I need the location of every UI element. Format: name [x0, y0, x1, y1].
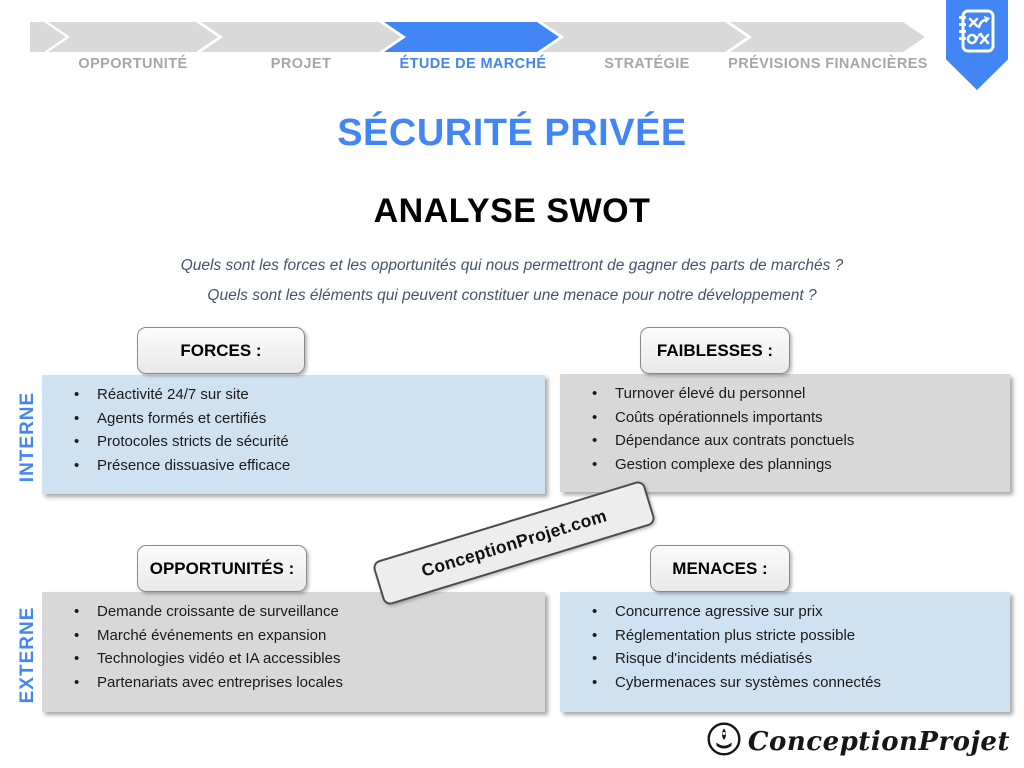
- chevron-projet: [201, 22, 401, 52]
- swot-item: Turnover élevé du personnel: [560, 385, 1010, 403]
- swot-item: Risque d'incidents médiatisés: [560, 650, 1010, 668]
- footer-brand-text: ConceptionProjet: [747, 726, 1010, 757]
- step-label-projet: PROJET: [270, 56, 332, 72]
- swot-item: Marché événements en expansion: [42, 627, 545, 645]
- swot-item: Gestion complexe des plannings: [560, 456, 1010, 474]
- opportunites-header: OPPORTUNITÉS :: [137, 545, 307, 592]
- faiblesses-panel: Turnover élevé du personnelCoûts opérati…: [560, 374, 1010, 492]
- question-menaces: Quels sont les éléments qui peuvent cons…: [207, 287, 817, 304]
- swot-item: Concurrence agressive sur prix: [560, 603, 1010, 621]
- swot-item: Réglementation plus stricte possible: [560, 627, 1010, 645]
- axis-label-externe: EXTERNE: [17, 606, 38, 704]
- chevron-etude-de-marche: [384, 22, 559, 52]
- footer-logo: ConceptionProjet: [706, 721, 1010, 762]
- swot-item: Présence dissuasive efficace: [42, 457, 545, 475]
- process-bar: [48, 22, 925, 52]
- faiblesses-header: FAIBLESSES :: [640, 327, 790, 374]
- swot-item: Technologies vidéo et IA accessibles: [42, 650, 545, 668]
- step-label-previsions-financieres: PRÉVISIONS FINANCIÈRES: [728, 56, 928, 72]
- forces-panel: Réactivité 24/7 sur siteAgents formés et…: [42, 375, 545, 494]
- menaces-panel: Concurrence agressive sur prixRéglementa…: [560, 592, 1010, 712]
- chevron-opportunite: [48, 22, 218, 52]
- question-forces-opportunites: Quels sont les forces et les opportunité…: [180, 257, 844, 274]
- menaces-header: MENACES :: [650, 545, 790, 592]
- swot-item: Coûts opérationnels importants: [560, 409, 1010, 427]
- hand-rocket-icon: [706, 721, 742, 762]
- swot-item: Cybermenaces sur systèmes connectés: [560, 674, 1010, 692]
- bookmark-ribbon: [946, 0, 1008, 90]
- opportunites-panel: Demande croissante de surveillanceMarché…: [42, 592, 545, 712]
- chevron-strategie: [542, 22, 747, 52]
- strategy-playbook-icon: [955, 0, 999, 62]
- axis-label-interne: INTERNE: [17, 391, 38, 483]
- faiblesses-list: Turnover élevé du personnelCoûts opérati…: [560, 385, 1010, 474]
- chevron-previsions-financieres: [730, 22, 925, 52]
- step-label-opportunite: OPPORTUNITÉ: [78, 56, 188, 72]
- watermark-badge: ConceptionProjet.com: [371, 479, 657, 607]
- swot-item: Dépendance aux contrats ponctuels: [560, 432, 1010, 450]
- swot-item: Protocoles stricts de sécurité: [42, 433, 545, 451]
- forces-header: FORCES :: [137, 327, 305, 374]
- swot-item: Partenariats avec entreprises locales: [42, 674, 545, 692]
- opportunites-list: Demande croissante de surveillanceMarché…: [42, 603, 545, 692]
- page-subtitle: ANALYSE SWOT: [373, 192, 651, 230]
- step-label-strategie: STRATÉGIE: [604, 56, 690, 72]
- forces-list: Réactivité 24/7 sur siteAgents formés et…: [42, 386, 545, 475]
- swot-item: Réactivité 24/7 sur site: [42, 386, 545, 404]
- page-title: SÉCURITÉ PRIVÉE: [337, 112, 687, 154]
- swot-item: Agents formés et certifiés: [42, 410, 545, 428]
- menaces-list: Concurrence agressive sur prixRéglementa…: [560, 603, 1010, 692]
- swot-item: Demande croissante de surveillance: [42, 603, 545, 621]
- step-label-etude-de-marche: ÉTUDE DE MARCHÉ: [399, 56, 547, 72]
